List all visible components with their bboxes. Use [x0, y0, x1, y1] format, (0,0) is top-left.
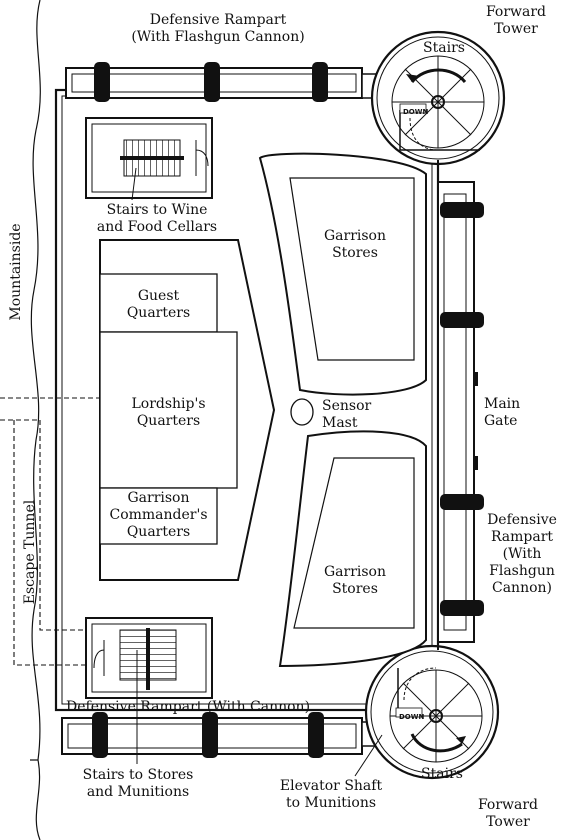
cannon-icon — [202, 712, 218, 758]
label-garrison-stores-top: Garrison Stores — [323, 228, 387, 261]
label-rampart-top: Defensive Rampart (With Flashgun Cannon) — [131, 12, 305, 45]
garrison-stores-top — [258, 152, 427, 396]
label-stairs-wine: Stairs to Wine and Food Cellars — [96, 202, 218, 235]
cannon-icon — [312, 62, 328, 102]
label-stairs-top: Stairs — [423, 40, 465, 56]
spiral-stairs-bottom — [389, 667, 483, 763]
sensor-mast-icon — [290, 398, 314, 426]
label-garrison-stores-bottom: Garrison Stores — [323, 564, 387, 597]
cannon-icon — [204, 62, 220, 102]
cannon-icon — [92, 712, 108, 758]
label-down-bottom: DOWN — [399, 713, 425, 721]
label-rampart-bottom: Defensive Rampart (With Cannon) — [66, 699, 311, 715]
cannon-icon — [440, 600, 484, 616]
garrison-stores-bottom — [278, 430, 427, 668]
label-commander-quarters: Garrison Commander's Quarters — [109, 490, 208, 540]
stairs-wine-cellars — [85, 117, 213, 199]
label-rampart-right: Defensive Rampart (With Flashgun Cannon) — [487, 512, 557, 596]
rampart-right — [437, 181, 484, 643]
label-mountainside: Mountainside — [8, 223, 24, 321]
label-guest-quarters: Guest Quarters — [126, 288, 191, 321]
label-down-top: DOWN — [403, 108, 429, 116]
central-keep — [99, 239, 276, 581]
label-stairs-stores: Stairs to Stores and Munitions — [82, 767, 194, 800]
label-elevator-shaft: Elevator Shaft to Munitions — [279, 778, 383, 811]
escape-tunnel — [0, 397, 100, 666]
cannon-icon — [308, 712, 324, 758]
cannon-icon — [440, 494, 484, 510]
room-commander-quarters — [99, 487, 218, 545]
label-stairs-bottom: Stairs — [421, 766, 463, 782]
label-lordship-quarters: Lordship's Quarters — [131, 396, 206, 429]
rampart-top — [65, 62, 393, 102]
room-lordship-quarters — [99, 331, 238, 489]
mountainside-edge — [30, 0, 41, 840]
label-main-gate: Main Gate — [484, 396, 521, 429]
spiral-stairs-top — [391, 55, 485, 151]
room-guest-quarters — [99, 273, 218, 333]
label-escape-tunnel: Escape Tunnel — [22, 499, 38, 605]
stairs-stores-munitions — [85, 617, 213, 699]
label-tower-bottom: Forward Tower — [477, 797, 539, 830]
forward-tower-bottom — [364, 644, 500, 780]
label-tower-top: Forward Tower — [485, 4, 547, 37]
label-sensor-mast: Sensor Mast — [322, 398, 372, 431]
cannon-icon — [440, 202, 484, 218]
cannon-icon — [440, 312, 484, 328]
rampart-bottom — [61, 712, 385, 758]
forward-tower-top — [370, 30, 506, 166]
cannon-icon — [94, 62, 110, 102]
